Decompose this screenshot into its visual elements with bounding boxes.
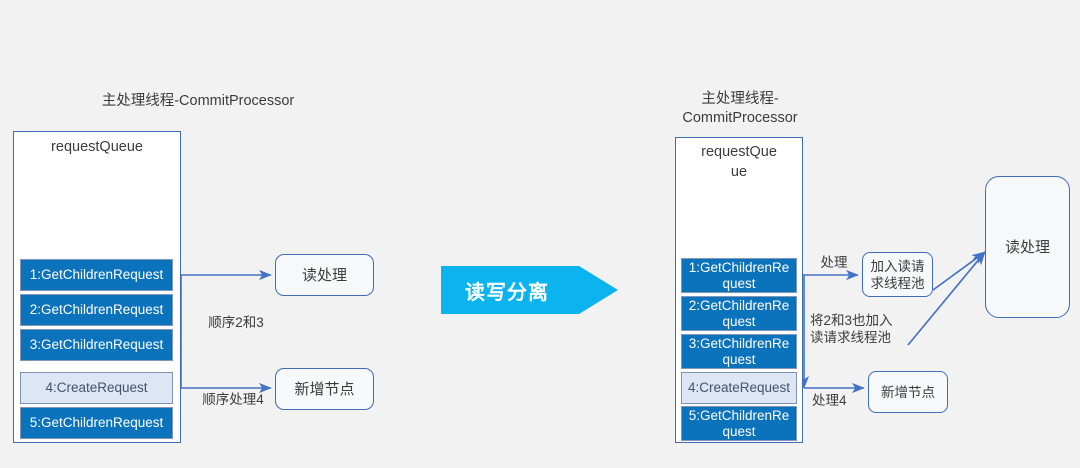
right-queue-item-1[interactable]: 1:GetChildrenRe quest (681, 258, 797, 293)
right-queue-item-4[interactable]: 4:CreateRequest (681, 372, 797, 404)
right-panel-title: 主处理线程- CommitProcessor (682, 91, 798, 126)
left-queue-item-2[interactable]: 2:GetChildrenRequest (20, 294, 173, 326)
right-edge-label-batch23: 将2和3也加入 读请求线程池 (810, 313, 893, 345)
read-write-separation-banner: 读写分离 (441, 266, 618, 314)
right-edge-label-process4: 处理4 (812, 393, 847, 408)
left-queue-item-3[interactable]: 3:GetChildrenRequest (20, 329, 173, 361)
right-target-add-to-read-pool[interactable]: 加入读请 求线程池 (862, 252, 933, 297)
right-queue-item-3[interactable]: 3:GetChildrenRe quest (681, 334, 797, 369)
edge-pool-to-read (932, 251, 986, 291)
right-queue-item-5[interactable]: 5:GetChildrenRe quest (681, 406, 797, 441)
left-queue-item-1[interactable]: 1:GetChildrenRequest (20, 259, 173, 291)
left-queue-item-5[interactable]: 5:GetChildrenRequest (20, 407, 173, 439)
left-queue-label: requestQueue (51, 139, 143, 155)
right-target-read-process[interactable]: 读处理 (985, 176, 1070, 318)
left-edge-label-order4: 顺序处理4 (202, 392, 264, 407)
right-edge-label-process: 处理 (820, 255, 848, 270)
left-queue-item-4[interactable]: 4:CreateRequest (20, 372, 173, 404)
left-edge-label-order23: 顺序2和3 (208, 315, 264, 330)
left-panel-title: 主处理线程-CommitProcessor (101, 93, 295, 109)
right-queue-item-2[interactable]: 2:GetChildrenRe quest (681, 296, 797, 331)
right-queue-label: requestQue ue (701, 144, 777, 180)
left-target-create-node[interactable]: 新增节点 (275, 368, 374, 410)
right-target-create-node[interactable]: 新增节点 (868, 371, 948, 413)
left-target-read-process[interactable]: 读处理 (275, 254, 374, 296)
